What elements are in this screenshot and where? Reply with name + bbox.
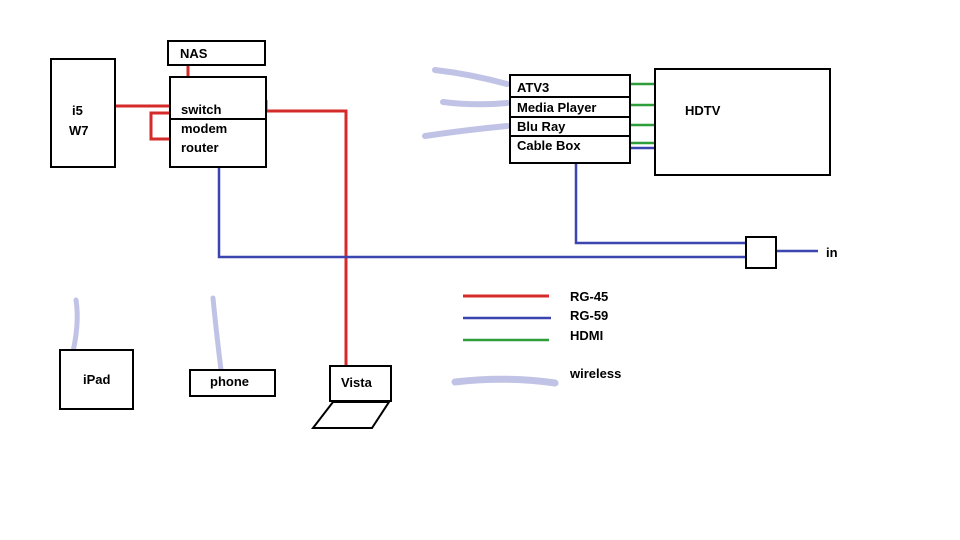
legend-label-rg59: RG-59 bbox=[570, 308, 608, 323]
cable-router-to-splitter bbox=[217, 167, 746, 259]
legend-label-wireless: wireless bbox=[569, 366, 621, 381]
pc-box: i5 W7 bbox=[50, 58, 116, 168]
legend: RG-45 RG-59 HDMI wireless bbox=[451, 289, 621, 387]
wireless-phone bbox=[210, 295, 225, 381]
vista-laptop: Vista bbox=[310, 365, 392, 429]
modem-label: modem bbox=[181, 121, 227, 136]
cable-cablebox-to-splitter bbox=[574, 163, 746, 245]
hdtv-label: HDTV bbox=[685, 103, 721, 118]
nas-box: NAS bbox=[167, 40, 266, 66]
cable-in-label: in bbox=[826, 245, 838, 260]
splitter-frame bbox=[745, 236, 777, 269]
phone-box: phone bbox=[189, 369, 276, 397]
cable-modem-loop bbox=[149, 111, 170, 141]
pc-frame bbox=[50, 58, 116, 168]
phone-label: phone bbox=[210, 374, 249, 389]
rg59-cables bbox=[217, 146, 818, 259]
blu-ray-label: Blu Ray bbox=[517, 119, 566, 134]
laptop-screen bbox=[329, 365, 392, 402]
switch-modem-router-box: switch modem router bbox=[169, 76, 267, 168]
router-label: router bbox=[181, 140, 219, 155]
source-device-stack: ATV3 Media Player Blu Ray Cable Box bbox=[509, 74, 631, 164]
ipad-box: iPad bbox=[59, 349, 134, 410]
stack-frame bbox=[509, 74, 631, 164]
atv3-label: ATV3 bbox=[517, 80, 549, 95]
nas-label: NAS bbox=[180, 46, 208, 61]
legend-label-hdmi: HDMI bbox=[570, 328, 603, 343]
pc-label-line2: W7 bbox=[69, 123, 89, 138]
cable-splitter: in bbox=[745, 236, 838, 269]
legend-swatch-wireless bbox=[451, 375, 559, 387]
wireless-atv3 bbox=[432, 67, 510, 87]
hdtv-box: HDTV bbox=[654, 68, 831, 176]
nas-frame bbox=[167, 40, 266, 66]
wireless-signals bbox=[68, 67, 510, 381]
media-player-label: Media Player bbox=[517, 100, 597, 115]
hdtv-frame bbox=[654, 68, 831, 176]
hdmi-cables bbox=[630, 82, 656, 145]
cable-box-label: Cable Box bbox=[517, 138, 581, 153]
wireless-media-player bbox=[440, 99, 510, 108]
switch-frame bbox=[169, 76, 267, 168]
switch-label: switch bbox=[181, 102, 222, 117]
vista-label: Vista bbox=[341, 375, 373, 390]
cable-switch-to-vista bbox=[264, 100, 348, 366]
pc-label-line1: i5 bbox=[72, 103, 83, 118]
phone-frame bbox=[189, 369, 276, 397]
ipad-label: iPad bbox=[83, 372, 111, 387]
laptop-base bbox=[310, 401, 391, 429]
legend-label-rg45: RG-45 bbox=[570, 289, 608, 304]
ipad-frame bbox=[59, 349, 134, 410]
wireless-blu-ray bbox=[422, 123, 510, 139]
